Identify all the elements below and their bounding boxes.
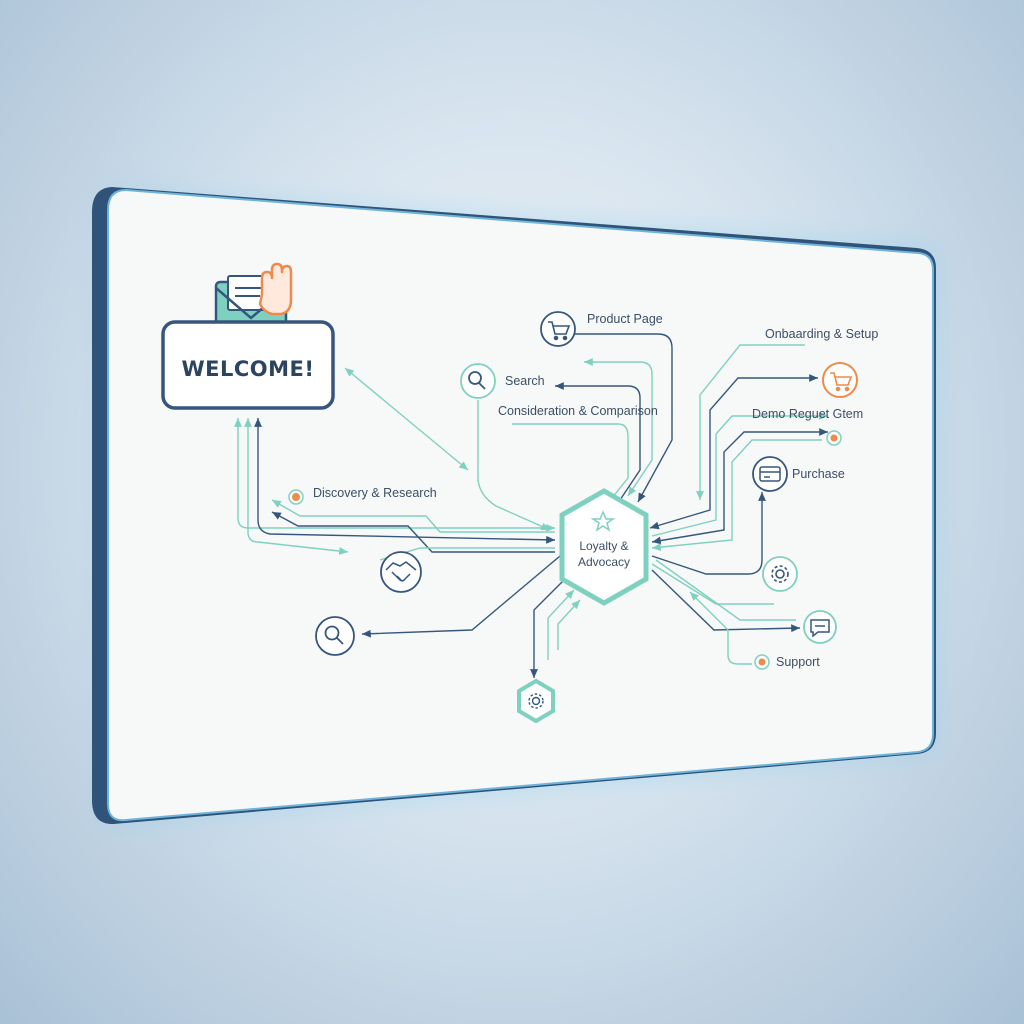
support-node[interactable]: Support bbox=[754, 654, 820, 670]
gear-badge-icon bbox=[528, 693, 544, 709]
center-label-line1: Loyalty & bbox=[579, 539, 628, 553]
cart-node[interactable] bbox=[822, 362, 858, 398]
search-node-secondary[interactable] bbox=[315, 616, 355, 656]
purchase-node[interactable]: Purchase bbox=[752, 456, 845, 492]
label-search: Search bbox=[505, 374, 545, 388]
handshake-icon bbox=[385, 561, 417, 582]
badge-node[interactable] bbox=[517, 678, 555, 724]
discovery-node[interactable]: Discovery & Research bbox=[288, 486, 437, 505]
label-product-page: Product Page bbox=[587, 312, 663, 326]
label-discovery: Discovery & Research bbox=[313, 486, 437, 500]
product-page-node[interactable]: Product Page bbox=[540, 311, 663, 347]
chat-icon bbox=[810, 619, 830, 638]
label-consideration: Consideration & Comparison bbox=[498, 404, 658, 418]
credit-card-icon bbox=[759, 466, 781, 482]
welcome-title: WELCOME! bbox=[182, 357, 315, 381]
cart-icon bbox=[830, 372, 853, 392]
hand-wave-icon bbox=[258, 262, 293, 316]
label-purchase: Purchase bbox=[792, 467, 845, 481]
connector-lines bbox=[234, 333, 828, 678]
center-node-loyalty[interactable]: Loyalty & Advocacy bbox=[559, 488, 649, 606]
label-support: Support bbox=[776, 655, 820, 669]
gear-icon bbox=[771, 565, 789, 583]
label-onboarding: Onbaarding & Setup bbox=[765, 327, 878, 341]
gear-node[interactable] bbox=[762, 556, 798, 592]
chat-node[interactable] bbox=[803, 610, 837, 644]
demo-request-node[interactable]: Demo Reguet Gtem bbox=[752, 407, 863, 446]
search-node[interactable]: Search bbox=[460, 363, 545, 399]
handshake-node[interactable] bbox=[380, 551, 422, 593]
cart-icon bbox=[548, 321, 571, 341]
label-demo-request: Demo Reguet Gtem bbox=[752, 407, 863, 421]
magnifier-icon bbox=[324, 625, 344, 645]
welcome-card[interactable]: WELCOME! bbox=[161, 262, 335, 410]
center-label-line2: Advocacy bbox=[578, 555, 630, 569]
magnifier-icon bbox=[468, 371, 486, 390]
star-icon bbox=[590, 510, 616, 532]
